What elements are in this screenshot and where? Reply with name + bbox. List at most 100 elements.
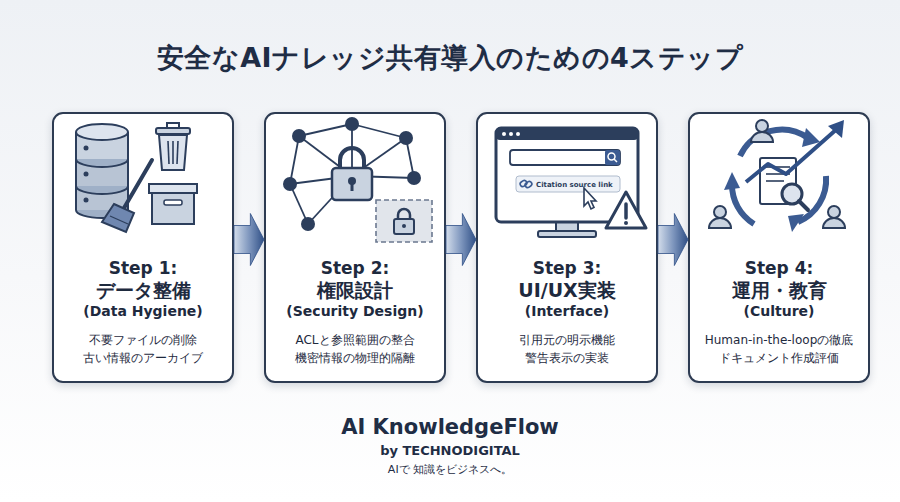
step-subtitle: (Culture) bbox=[690, 302, 868, 321]
culture-icon bbox=[740, 130, 808, 156]
step-number: Step 3: bbox=[478, 258, 656, 279]
search-bar bbox=[510, 150, 620, 165]
monitor-symbol bbox=[496, 128, 638, 237]
culture-icon bbox=[766, 180, 784, 182]
interface-icon: Citation source link bbox=[496, 128, 646, 237]
data-hygiene-icon bbox=[172, 141, 174, 164]
security-icon bbox=[299, 136, 352, 176]
culture-icon bbox=[802, 128, 820, 147]
data-hygiene-icon bbox=[76, 151, 128, 167]
culture-icon bbox=[823, 218, 845, 228]
data-hygiene-icon bbox=[76, 124, 128, 140]
step-description: Human-in-the-loopの徹底 bbox=[690, 331, 868, 349]
data-hygiene-icon bbox=[177, 141, 178, 164]
culture-icon bbox=[724, 172, 740, 190]
padlock-symbol bbox=[332, 148, 372, 200]
security-icon bbox=[352, 124, 406, 138]
security-icon bbox=[299, 124, 352, 136]
diagram-title: 安全なAIナレッジ共有導入のための4ステップ bbox=[0, 40, 900, 76]
step-description: 不要ファイルの削除 bbox=[54, 331, 232, 349]
security-icon bbox=[292, 129, 306, 143]
interface-icon bbox=[510, 150, 620, 165]
culture-icon bbox=[798, 176, 826, 222]
step-card: Step 4:運用・教育(Culture) Human-in-the-loopの徹… bbox=[688, 112, 870, 383]
culture-icon bbox=[751, 132, 773, 142]
culture-icon bbox=[709, 120, 845, 232]
interface-icon bbox=[538, 231, 596, 237]
data-hygiene-icon bbox=[75, 159, 77, 186]
interface-icon bbox=[509, 132, 513, 136]
data-hygiene-icon bbox=[76, 123, 197, 232]
step-card: Step 3:UI/UX実装(Interface)引用元の明示機能警告表示の実装 bbox=[476, 112, 658, 383]
culture-icon bbox=[828, 120, 844, 138]
warning-symbol bbox=[606, 192, 646, 228]
step-number: Step 2: bbox=[266, 258, 444, 279]
data-hygiene-icon bbox=[159, 135, 187, 170]
data-hygiene-icon bbox=[75, 132, 77, 159]
step-number: Step 4: bbox=[690, 258, 868, 279]
security-icon bbox=[345, 117, 359, 131]
security-icon bbox=[351, 124, 353, 176]
interface-icon bbox=[519, 179, 528, 187]
data-hygiene-icon bbox=[149, 184, 197, 193]
step-card: Step 1:データ整備(Data Hygiene)不要ファイルの削除古い情報の… bbox=[52, 112, 234, 383]
culture-icon bbox=[760, 158, 796, 204]
security-icon bbox=[340, 148, 364, 170]
security-icon bbox=[376, 200, 432, 242]
data-hygiene-icon bbox=[76, 132, 128, 159]
security-icon bbox=[348, 177, 356, 185]
culture-icon bbox=[756, 120, 768, 132]
data-hygiene-icon bbox=[84, 198, 89, 203]
data-hygiene-icon bbox=[84, 172, 89, 177]
security-icon bbox=[352, 138, 406, 176]
interface-icon bbox=[516, 176, 620, 192]
security-icon bbox=[398, 209, 410, 220]
cycle-arrowheads bbox=[724, 128, 820, 232]
flow-arrow bbox=[446, 214, 476, 266]
security-icon bbox=[406, 138, 414, 178]
cursor-symbol bbox=[584, 188, 596, 209]
security-icon bbox=[407, 171, 421, 185]
data-hygiene-icon bbox=[168, 141, 169, 164]
step-subtitle: (Data Hygiene) bbox=[54, 302, 232, 321]
step-text-group: Step 3:UI/UX実装(Interface)引用元の明示機能警告表示の実装 bbox=[478, 258, 656, 367]
citation-text: Citation source link bbox=[536, 181, 613, 189]
data-hygiene-icon bbox=[76, 202, 128, 218]
network-lines bbox=[290, 124, 414, 224]
security-icon bbox=[290, 176, 352, 184]
interface-icon bbox=[556, 220, 578, 232]
step-description: 引用元の明示機能 bbox=[478, 331, 656, 349]
step-text-group: Step 4:運用・教育(Culture) Human-in-the-loopの徹… bbox=[690, 258, 868, 367]
trash-can-symbol bbox=[156, 123, 190, 170]
security-icon bbox=[402, 224, 406, 228]
security-icon bbox=[394, 219, 414, 234]
culture-icon bbox=[788, 214, 804, 232]
data-hygiene-icon bbox=[76, 186, 128, 210]
culture-icon bbox=[766, 173, 790, 175]
security-icon bbox=[290, 136, 299, 184]
culture-icon bbox=[709, 218, 731, 228]
step-subtitle: (Security Design) bbox=[266, 302, 444, 321]
data-hygiene-icon bbox=[127, 159, 129, 186]
step-description: ACLと参照範囲の整合 bbox=[266, 331, 444, 349]
step-number: Step 1: bbox=[54, 258, 232, 279]
flow-arrow bbox=[234, 214, 264, 266]
data-hygiene-icon bbox=[164, 200, 182, 205]
culture-icon bbox=[828, 206, 840, 218]
trend-arrow bbox=[746, 120, 844, 182]
flow-arrow bbox=[658, 214, 688, 266]
interface-icon bbox=[584, 188, 596, 209]
security-icon bbox=[332, 168, 372, 200]
step-subtitle: (Interface) bbox=[478, 302, 656, 321]
magnifier-symbol bbox=[782, 184, 808, 210]
brand-byline: by TECHNODIGITAL bbox=[0, 443, 900, 458]
step-description: ドキュメント作成評価 bbox=[690, 349, 868, 367]
security-icon bbox=[283, 117, 432, 242]
step-title: 運用・教育 bbox=[690, 279, 868, 302]
security-icon bbox=[290, 184, 308, 224]
data-hygiene-icon bbox=[76, 178, 128, 194]
security-icon bbox=[351, 182, 354, 191]
step-title: データ整備 bbox=[54, 279, 232, 302]
interface-icon bbox=[516, 132, 520, 136]
broom-symbol bbox=[102, 160, 152, 232]
